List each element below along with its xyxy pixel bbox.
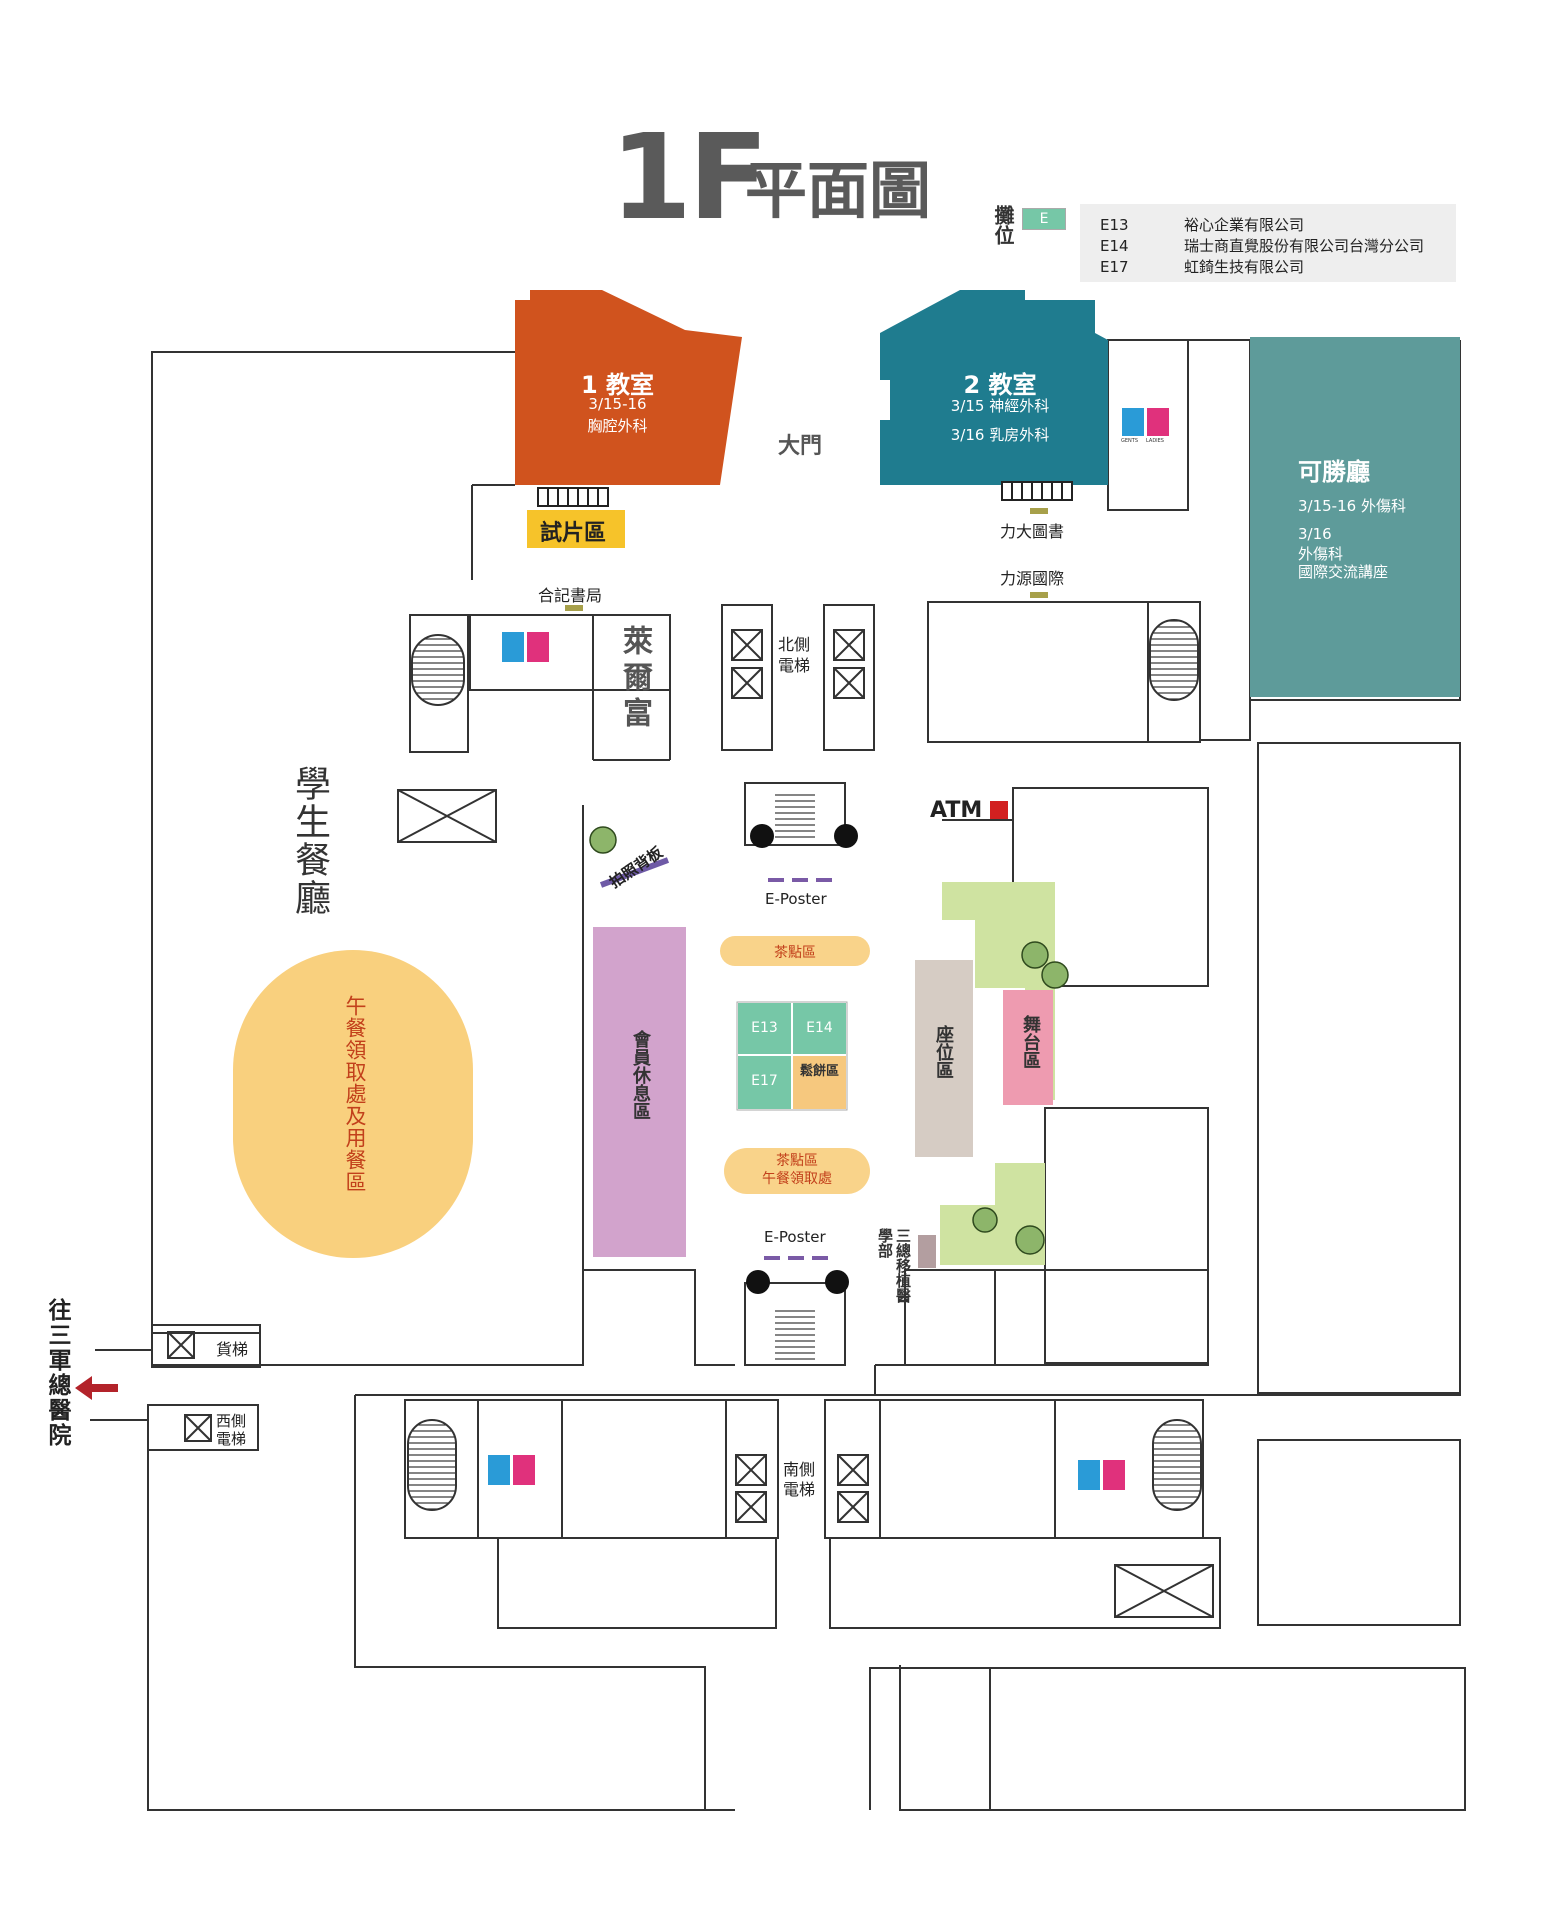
room1-shape — [515, 290, 742, 485]
exhibitor-row: E14 瑞士商直覺股份有限公司台灣分公司 — [1100, 235, 1424, 256]
north-elevator-label: 北側電梯 — [778, 635, 811, 675]
kesheng-line1: 3/15-16 外傷科 — [1298, 497, 1406, 515]
exhibitor-name: 虹錡生技有限公司 — [1184, 258, 1305, 276]
main-gate-label: 大門 — [778, 434, 823, 459]
lida-label: 力大圖書 — [1000, 522, 1065, 541]
heji-label: 合記書局 — [538, 586, 603, 605]
eposter-bottom-label: E-Poster — [764, 1228, 826, 1246]
kesheng-line2: 3/16 — [1298, 525, 1332, 543]
stage-shape — [1003, 990, 1053, 1105]
kesheng-line4: 國際交流講座 — [1298, 563, 1389, 581]
kesheng-line3: 外傷科 — [1298, 545, 1344, 563]
room2-line1: 3/15 神經外科 — [950, 397, 1050, 415]
freight-elevator-label: 貨梯 — [216, 1340, 249, 1359]
booth-legend-label: 攤位 — [991, 205, 1015, 245]
exhibitor-row: E13 裕心企業有限公司 — [1100, 214, 1304, 235]
exhibitor-name: 裕心企業有限公司 — [1184, 216, 1305, 234]
exhibitor-name: 瑞士商直覺股份有限公司台灣分公司 — [1184, 237, 1425, 255]
page-title: 平面圖 — [745, 154, 932, 227]
tea-top-label: 茶點區 — [774, 945, 816, 961]
booth-e17-label: E17 — [751, 1073, 778, 1089]
transplant-dept-label: 三總移植醫學部 — [876, 1228, 912, 1303]
laierfu-label: 萊爾富 — [617, 625, 652, 733]
tea-bottom-label-2: 午餐領取處 — [762, 1171, 832, 1187]
eposter-top-label: E-Poster — [765, 890, 827, 908]
room1-line2: 胸腔外科 — [587, 417, 648, 435]
room2-title: 2 教室 — [963, 371, 1037, 399]
muffin-area-label: 鬆餅區 — [799, 1064, 839, 1079]
wall-south-block — [354, 1395, 706, 1810]
tea-bottom-shape — [724, 1148, 870, 1194]
to-hospital-label: 往三軍總醫院 — [44, 1298, 70, 1448]
trial-area-label: 試片區 — [540, 521, 607, 546]
seating-shape — [915, 960, 973, 1157]
kesheng-shape — [1250, 337, 1460, 697]
west-elevator-label-1: 西側 — [216, 1412, 247, 1430]
gents-label: GENTS — [1121, 438, 1139, 444]
exhibitor-row: E17 虹錡生技有限公司 — [1100, 256, 1304, 277]
room2-line2: 3/16 乳房外科 — [950, 426, 1050, 444]
booth-e13-label: E13 — [751, 1020, 778, 1036]
member-lounge-shape — [593, 927, 686, 1257]
trial-area-shape — [527, 510, 625, 548]
exhibitor-id: E14 — [1100, 237, 1129, 255]
room1-title: 1 教室 — [580, 371, 655, 399]
floor-number: 1F — [610, 108, 769, 246]
ladies-label: LADIES — [1146, 438, 1164, 444]
student-cafeteria-label: 學生餐廳 — [289, 765, 330, 917]
lunch-area-label: 午餐領取處及用餐區 — [343, 995, 367, 1193]
atm-marker — [990, 801, 1008, 819]
seating-label: 座位區 — [933, 1025, 954, 1079]
booth-e14-shape — [791, 1001, 848, 1056]
member-lounge-label: 會員休息區 — [630, 1030, 651, 1120]
stage-label: 舞台區 — [1020, 1015, 1041, 1069]
booth-legend-swatch: E — [1022, 208, 1066, 230]
room1-line1: 3/15-16 — [588, 395, 647, 413]
south-elevator-label-1: 南側 — [783, 1460, 816, 1479]
booth-e14-label: E14 — [806, 1020, 833, 1036]
tea-top-shape — [720, 936, 870, 966]
south-elevator-label-2: 電梯 — [783, 1480, 816, 1499]
wall-west — [151, 351, 515, 1366]
liyuan-label: 力源國際 — [1000, 569, 1065, 588]
lunch-area-shape — [233, 950, 473, 1258]
atm-label: ATM — [930, 798, 983, 823]
exhibitor-id: E17 — [1100, 258, 1129, 276]
to-hospital-arrow — [75, 1376, 118, 1400]
exhibitor-id: E13 — [1100, 216, 1129, 234]
tea-bottom-label-1: 茶點區 — [776, 1153, 818, 1169]
room2-shape — [880, 290, 1108, 485]
kesheng-title: 可勝廳 — [1298, 458, 1370, 486]
exhibitor-list: E13 裕心企業有限公司 E14 瑞士商直覺股份有限公司台灣分公司 E17 虹錡生技有… — [1080, 204, 1456, 282]
wall-west-lower — [147, 1405, 735, 1811]
west-elevator-label-2: 電梯 — [216, 1430, 247, 1448]
